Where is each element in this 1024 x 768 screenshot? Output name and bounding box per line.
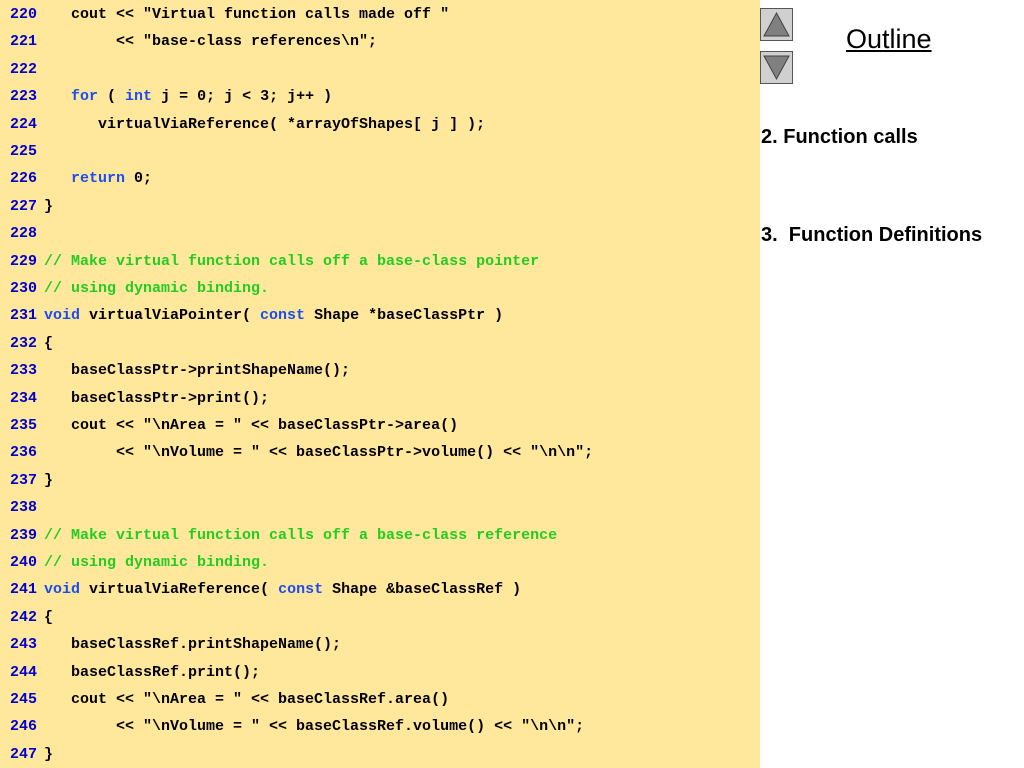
line-number: 231 <box>10 307 38 325</box>
line-number: 228 <box>10 225 38 243</box>
code-token: baseClassRef.printShapeName(); <box>44 636 342 654</box>
code-token: } <box>44 471 54 489</box>
code-keyword: void <box>44 307 81 325</box>
previous-slide-button[interactable] <box>760 8 793 41</box>
line-number: 222 <box>10 60 38 78</box>
code-token: Shape &baseClassRef ) <box>323 581 522 599</box>
code-text: // Make virtual function calls off a bas… <box>44 522 557 549</box>
line-number: 245 <box>10 691 38 708</box>
code-text: } <box>44 193 53 220</box>
code-token: cout << "\nArea = " << baseClassPtr->are… <box>44 417 459 434</box>
line-number: 227 <box>10 197 38 215</box>
line-number: 239 <box>10 526 38 544</box>
code-token: { <box>44 608 54 626</box>
code-keyword: return <box>71 170 126 188</box>
code-keyword: int <box>125 88 153 106</box>
line-number: 232 <box>10 334 38 352</box>
line-number: 229 <box>10 252 38 270</box>
code-text: for ( int j = 0; j < 3; j++ ) <box>44 83 332 110</box>
code-text: << "base-class references\n"; <box>44 28 377 55</box>
code-token: baseClassPtr->printShapeName(); <box>44 362 351 380</box>
code-text: // using dynamic binding. <box>44 275 269 302</box>
code-text: { <box>44 330 53 357</box>
code-text: } <box>44 741 53 768</box>
code-text: return 0; <box>44 165 152 192</box>
line-number: 221 <box>10 33 38 51</box>
code-text: // using dynamic binding. <box>44 549 269 576</box>
code-text: { <box>44 604 53 631</box>
code-text: baseClassRef.printShapeName(); <box>44 631 341 658</box>
code-token <box>44 88 71 105</box>
code-text: << "\nVolume = " << baseClassRef.volume(… <box>44 713 584 740</box>
line-number: 230 <box>10 280 38 297</box>
code-text: << "\nVolume = " << baseClassPtr->volume… <box>44 439 593 466</box>
code-token: << "base-class references\n"; <box>44 33 378 51</box>
line-number: 240 <box>10 554 38 571</box>
outline-item-function-calls: 2. Function calls <box>761 126 918 148</box>
code-token: 0; <box>125 170 153 188</box>
line-number: 243 <box>10 636 38 654</box>
line-number: 220 <box>10 6 38 23</box>
code-token: } <box>44 197 54 215</box>
code-token: baseClassPtr->print(); <box>44 389 270 407</box>
line-number: 234 <box>10 389 38 407</box>
code-token: cout << "\nArea = " << baseClassRef.area… <box>44 691 450 708</box>
code-text: // Make virtual function calls off a bas… <box>44 248 539 275</box>
code-token: << "\nVolume = " << baseClassRef.volume(… <box>44 718 585 736</box>
outline-item-function-definitions: 3. Function Definitions <box>761 224 983 246</box>
code-text: baseClassPtr->printShapeName(); <box>44 357 350 384</box>
code-listing: 220 cout << "Virtual function calls made… <box>0 0 760 768</box>
code-token <box>44 170 71 187</box>
code-token: { <box>44 334 54 352</box>
line-number: 225 <box>10 143 38 160</box>
line-number: 238 <box>10 499 38 517</box>
code-text: cout << "\nArea = " << baseClassRef.area… <box>44 686 449 713</box>
line-number: 226 <box>10 170 38 188</box>
code-text: baseClassRef.print(); <box>44 659 260 686</box>
line-number: 244 <box>10 663 38 681</box>
line-number: 246 <box>10 718 38 736</box>
code-token: virtualViaReference( *arrayOfShapes[ j ]… <box>44 115 486 133</box>
code-text: virtualViaReference( *arrayOfShapes[ j ]… <box>44 111 485 138</box>
line-number: 235 <box>10 417 38 434</box>
code-token: virtualViaPointer( <box>80 307 261 325</box>
code-comment: // Make virtual function calls off a bas… <box>44 526 558 544</box>
line-number: 224 <box>10 115 38 133</box>
code-token: ( <box>98 88 126 106</box>
code-token: Shape *baseClassPtr ) <box>305 307 504 325</box>
code-comment: // Make virtual function calls off a bas… <box>44 252 540 270</box>
code-token: << "\nVolume = " << baseClassPtr->volume… <box>44 444 594 462</box>
next-slide-button[interactable] <box>760 51 793 84</box>
code-text: void virtualViaReference( const Shape &b… <box>44 576 521 603</box>
code-text: } <box>44 467 53 494</box>
code-text: cout << "Virtual function calls made off… <box>44 1 449 28</box>
line-number: 247 <box>10 745 38 763</box>
code-token: cout << "Virtual function calls made off… <box>44 6 450 23</box>
code-comment: // using dynamic binding. <box>44 280 270 297</box>
line-number: 241 <box>10 581 38 599</box>
line-number: 236 <box>10 444 38 462</box>
code-token: baseClassRef.print(); <box>44 663 261 681</box>
code-comment: // using dynamic binding. <box>44 554 270 571</box>
code-text: cout << "\nArea = " << baseClassPtr->are… <box>44 412 458 439</box>
code-keyword: const <box>278 581 324 599</box>
code-keyword: for <box>71 88 99 106</box>
triangle-down-icon <box>763 55 790 81</box>
line-number: 237 <box>10 471 38 489</box>
code-text: void virtualViaPointer( const Shape *bas… <box>44 302 503 329</box>
outline-link[interactable]: Outline <box>846 24 932 54</box>
code-keyword: void <box>44 581 81 599</box>
line-number: 233 <box>10 362 38 380</box>
line-number: 223 <box>10 88 38 106</box>
code-keyword: const <box>260 307 306 325</box>
code-token: } <box>44 745 54 763</box>
triangle-up-icon <box>763 11 790 37</box>
code-token: j = 0; j < 3; j++ ) <box>152 88 333 106</box>
line-number: 242 <box>10 608 38 626</box>
code-token: virtualViaReference( <box>80 581 279 599</box>
code-text: baseClassPtr->print(); <box>44 385 269 412</box>
